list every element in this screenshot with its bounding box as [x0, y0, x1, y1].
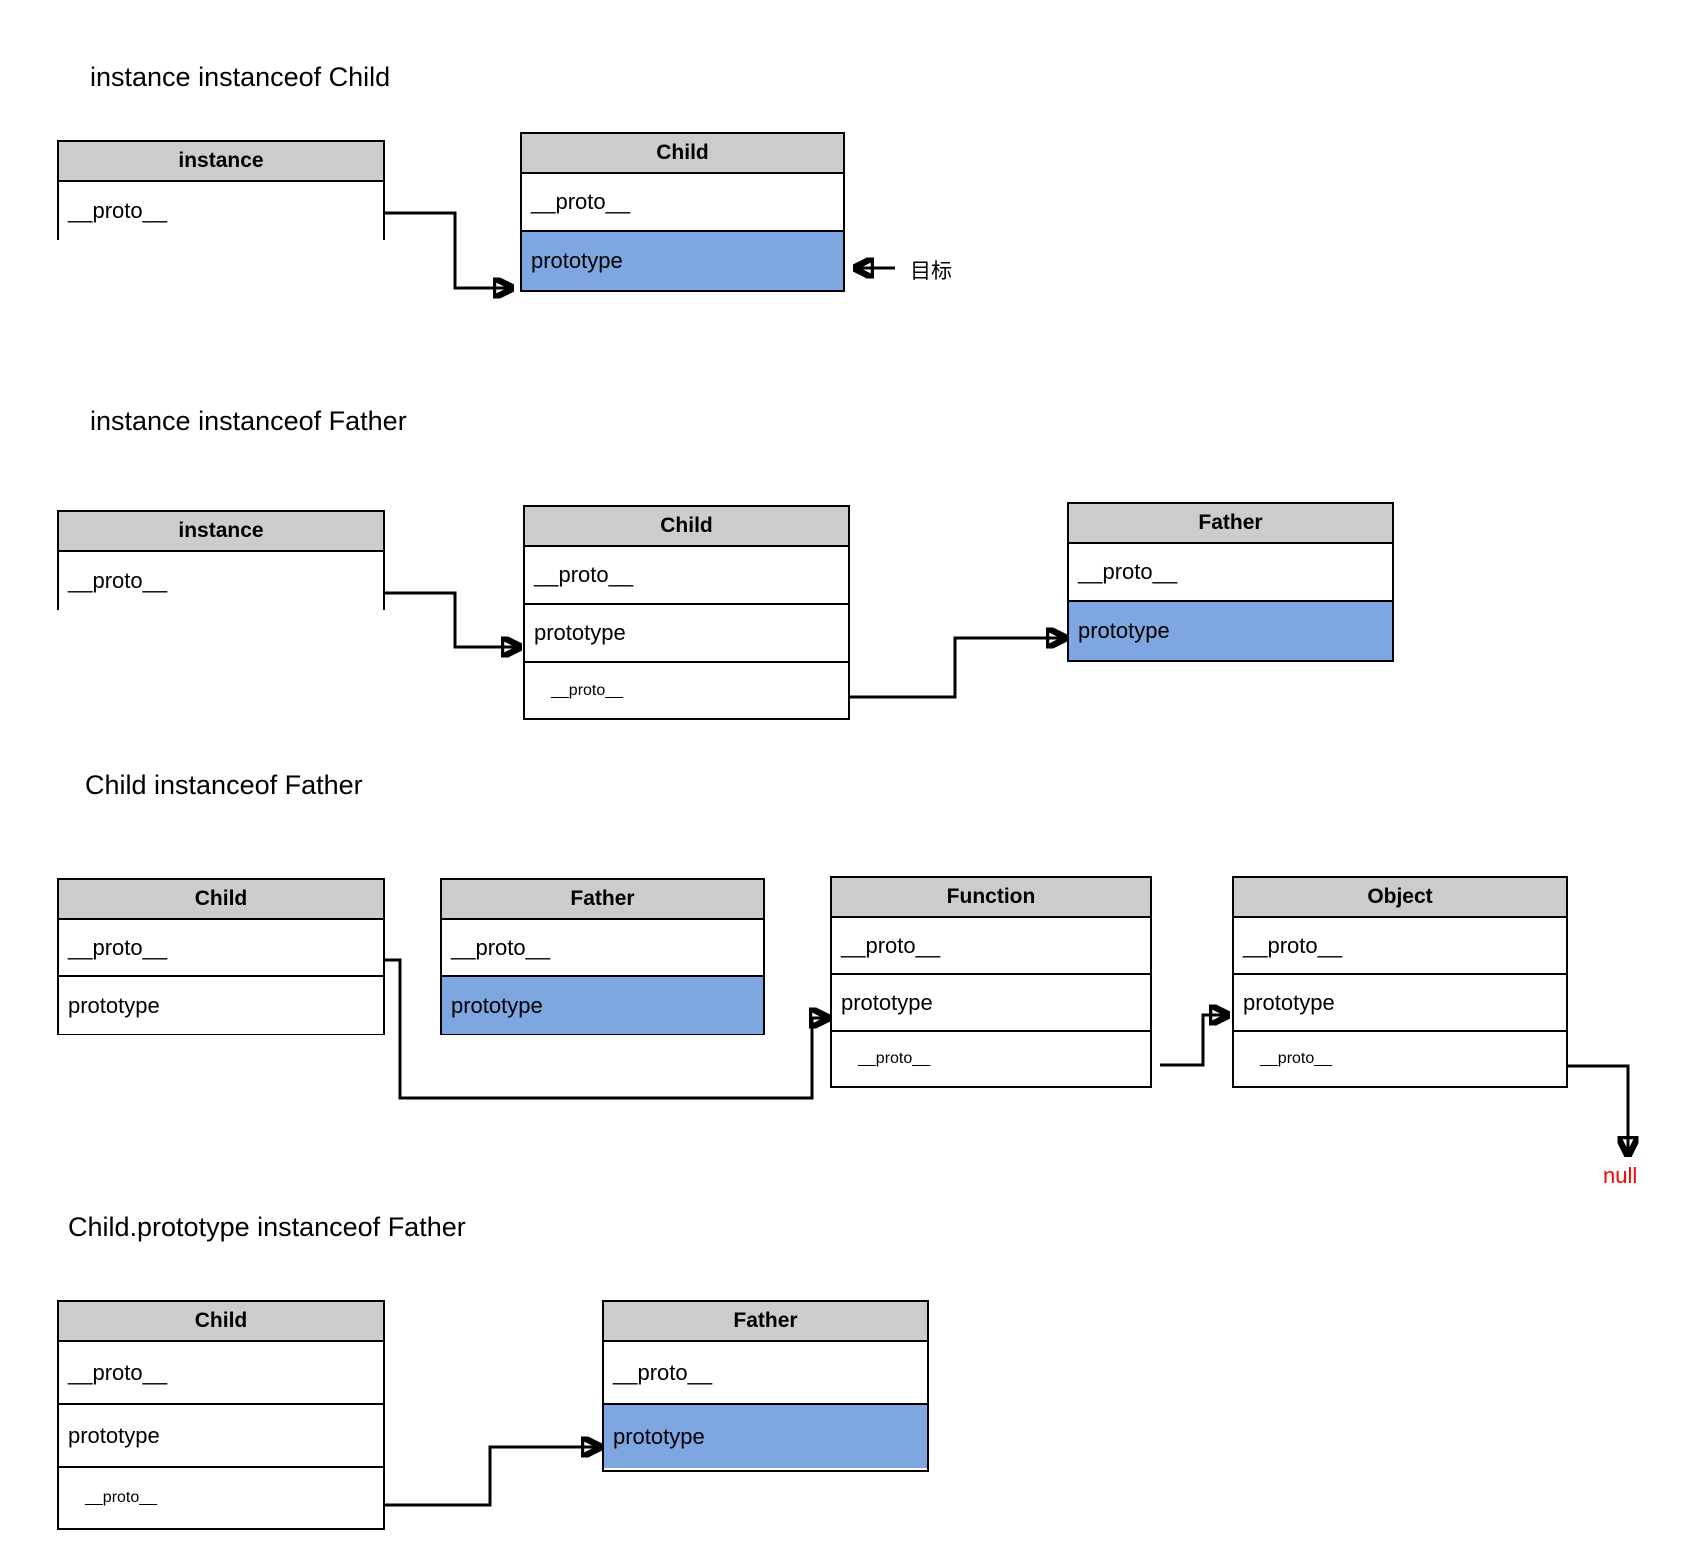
edge-s3-object-proto-to-null: [1568, 1064, 1628, 1155]
box-header: Father: [1069, 504, 1392, 544]
null-label: null: [1603, 1163, 1638, 1188]
row-prototype: prototype: [604, 1405, 927, 1468]
box-father-s2: Father __proto__ prototype: [1067, 502, 1394, 662]
row-proto: __proto__: [59, 920, 383, 977]
box-header: Object: [1234, 878, 1566, 918]
row-prototype-proto: __proto__: [59, 1468, 383, 1528]
row-prototype: prototype: [1069, 602, 1392, 660]
edge-s3-function-proto-to-object-prototype: [1160, 1015, 1228, 1067]
row-prototype: prototype: [525, 605, 848, 663]
row-proto: __proto__: [832, 918, 1150, 975]
row-proto: __proto__: [525, 547, 848, 605]
row-proto: __proto__: [1234, 918, 1566, 975]
edge-s4-child-proto-to-father-prototype: [385, 1447, 600, 1507]
row-prototype: prototype: [522, 232, 843, 290]
box-header: instance: [59, 512, 383, 552]
row-prototype: prototype: [59, 977, 383, 1034]
target-label: 目标: [910, 260, 952, 283]
row-proto: __proto__: [59, 1342, 383, 1405]
box-header: instance: [59, 142, 383, 182]
box-header: Child: [522, 134, 843, 174]
box-object-s3: Object __proto__ prototype __proto__: [1232, 876, 1568, 1088]
row-prototype: prototype: [59, 1405, 383, 1468]
box-function-s3: Function __proto__ prototype __proto__: [830, 876, 1152, 1088]
box-header: Function: [832, 878, 1150, 918]
edge-s1-instance-to-child-prototype: [385, 211, 512, 288]
row-proto: __proto__: [59, 182, 383, 240]
row-prototype: prototype: [832, 975, 1150, 1032]
box-instance-s1: instance __proto__: [57, 140, 385, 240]
row-prototype-proto: __proto__: [1234, 1032, 1566, 1086]
box-father-s3: Father __proto__ prototype: [440, 878, 765, 1035]
box-father-s4: Father __proto__ prototype: [602, 1300, 929, 1472]
row-prototype: prototype: [442, 977, 763, 1034]
box-header: Father: [604, 1302, 927, 1342]
row-proto: __proto__: [442, 920, 763, 977]
row-proto: __proto__: [604, 1342, 927, 1405]
row-prototype-proto: __proto__: [525, 663, 848, 718]
section-title-instance-instanceof-child: instance instanceof Child: [90, 62, 391, 92]
box-child-s4: Child __proto__ prototype __proto__: [57, 1300, 385, 1530]
box-header: Father: [442, 880, 763, 920]
box-header: Child: [525, 507, 848, 547]
row-proto: __proto__: [59, 552, 383, 610]
section-title-instance-instanceof-father: instance instanceof Father: [90, 406, 407, 436]
box-child-s2: Child __proto__ prototype __proto__: [523, 505, 850, 720]
row-prototype: prototype: [1234, 975, 1566, 1032]
edge-s2-child-proto-to-father-prototype: [850, 638, 1065, 699]
section-title-child-instanceof-father: Child instanceof Father: [85, 770, 363, 800]
box-header: Child: [59, 1302, 383, 1342]
row-prototype-proto: __proto__: [832, 1032, 1150, 1086]
edge-s2-instance-to-child-prototype: [385, 591, 520, 647]
box-child-s3: Child __proto__ prototype: [57, 878, 385, 1035]
row-proto: __proto__: [1069, 544, 1392, 602]
box-instance-s2: instance __proto__: [57, 510, 385, 610]
row-proto: __proto__: [522, 174, 843, 232]
section-title-child-prototype-instanceof-father: Child.prototype instanceof Father: [68, 1212, 466, 1242]
box-child-s1: Child __proto__ prototype: [520, 132, 845, 292]
box-header: Child: [59, 880, 383, 920]
